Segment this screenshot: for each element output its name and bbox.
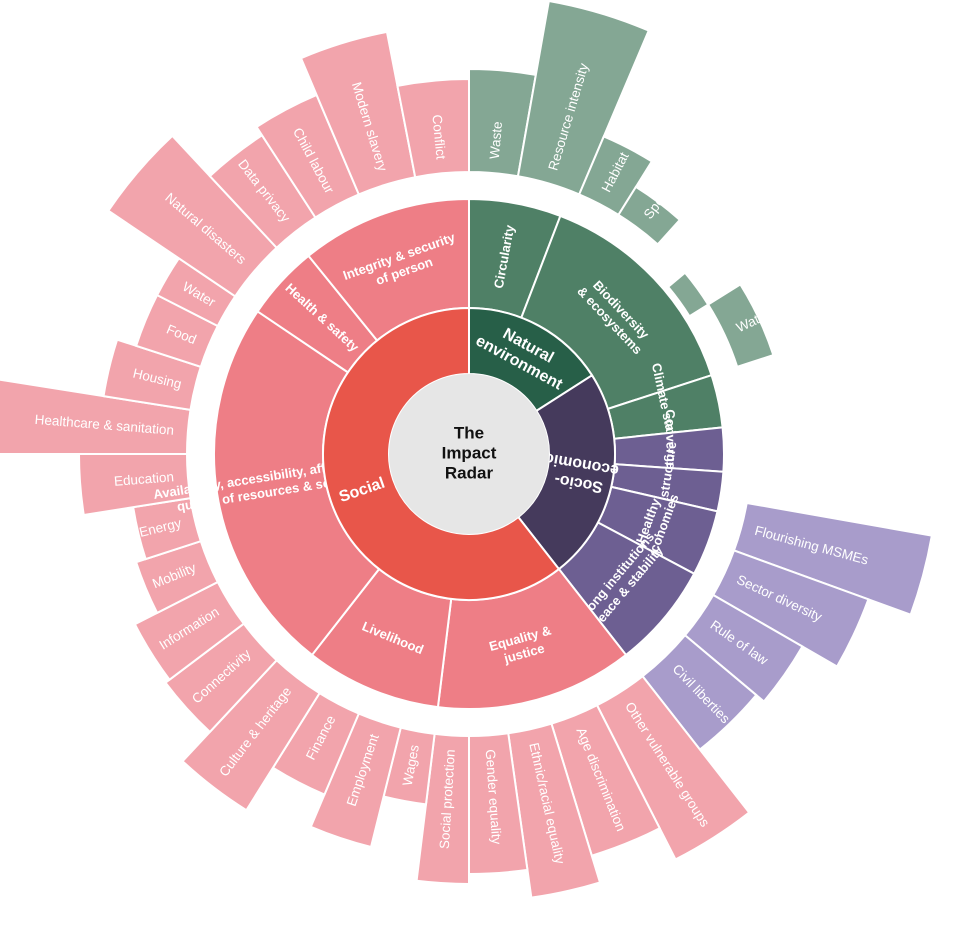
item-segment xyxy=(706,283,775,369)
item-label: Wages xyxy=(399,743,421,787)
pillar-socio: Socio-economic xyxy=(516,373,620,571)
item-rule-of-law: Rule of law xyxy=(683,593,804,703)
item-healthcare-sanitation: Healthcare & sanitation xyxy=(0,378,192,455)
item-conflict: Conflict xyxy=(396,77,470,179)
radar-center: The Impact Radar xyxy=(389,374,549,534)
item-energy: Energy xyxy=(132,496,203,561)
item-label: Gender equality xyxy=(483,749,505,845)
item-label: Waste xyxy=(486,121,504,160)
item-label: Conflict xyxy=(430,114,449,160)
pillar-social: Social xyxy=(322,306,561,601)
pillar-natural: Naturalenvironment xyxy=(468,306,594,413)
item-label: Social protection xyxy=(436,749,457,850)
item-habitat: Habitat xyxy=(577,135,654,217)
center-circle xyxy=(389,374,549,534)
item-label: Soil xyxy=(676,227,703,253)
item-water: Water xyxy=(155,256,237,328)
item-label: Air xyxy=(704,263,727,285)
item-gender-equality: Gender equality xyxy=(468,732,529,876)
item-waterbodies: Waterbodies xyxy=(706,283,809,369)
center-title-line-3: Radar xyxy=(445,463,494,482)
item-ethnic-equality: Ethnic/racial equality xyxy=(507,722,602,899)
item-finance: Finance xyxy=(271,691,361,796)
item-modern-slavery: Modern slavery xyxy=(299,30,417,196)
center-title-line-2: Impact xyxy=(442,443,497,462)
item-resource-intensity: Resource intensity xyxy=(516,0,651,196)
item-label: Education xyxy=(113,469,174,489)
item-flourishing-msmes: Flourishing MSMEs xyxy=(732,501,934,617)
center-title-line-1: The xyxy=(454,423,484,442)
item-civil-liberties: Civil liberties xyxy=(641,633,758,751)
category-circularity: Circularity xyxy=(468,197,562,319)
item-segment xyxy=(0,378,192,455)
item-segment xyxy=(516,0,651,196)
item-data-privacy: Data privacy xyxy=(208,133,317,250)
pillar-label: Socio-economic xyxy=(540,449,620,497)
item-social-protection: Social protection xyxy=(415,732,470,886)
item-information: Information xyxy=(133,580,246,682)
item-segment xyxy=(396,77,470,179)
category-biodiversity: Biodiversity& ecosystems xyxy=(520,214,713,411)
category-strong-institutions: Strong institutions,peace & stability xyxy=(557,521,696,657)
item-sector-diversity: Sector diversity xyxy=(711,549,870,668)
